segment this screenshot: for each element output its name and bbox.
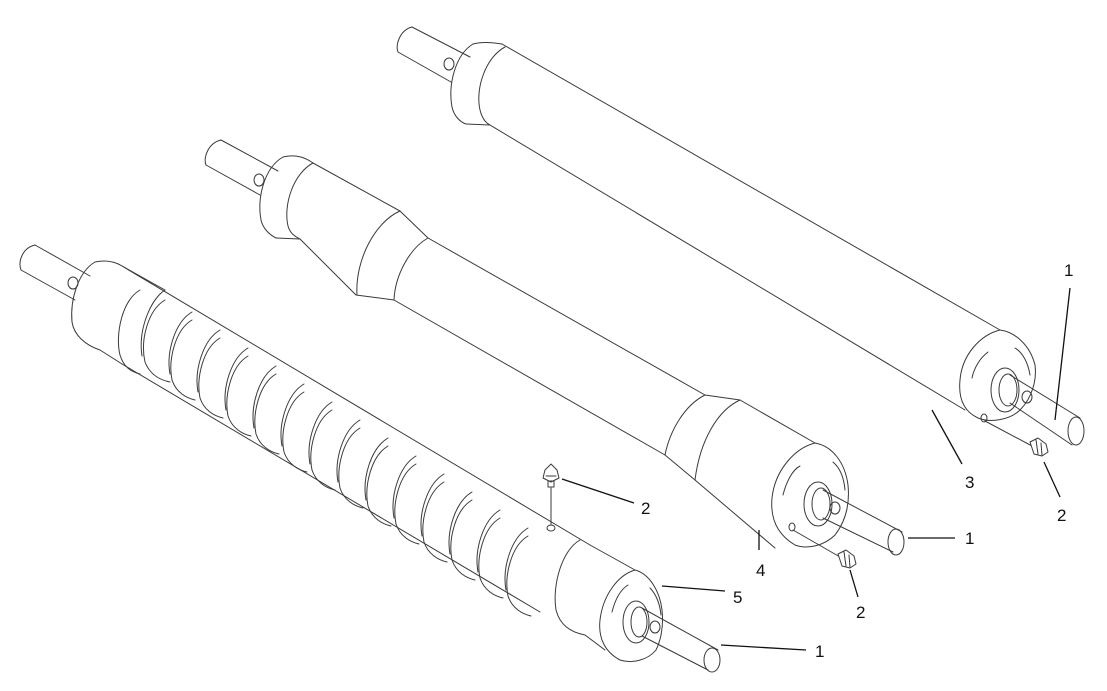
left-shaft [19,244,91,301]
grease-fitting-icon [837,549,857,569]
callout-4-stepped-roller: 4 [756,561,766,580]
roller-grooved [19,244,721,673]
grease-fitting-icon [542,463,560,488]
left-shaft [204,139,279,196]
callout-1-stepped-shaft: 1 [965,529,975,548]
callout-1-smooth-shaft: 1 [1064,261,1074,280]
callout-2-stepped-fitting: 2 [856,603,866,622]
roller-smooth [396,26,1085,457]
grease-fitting-icon [1029,437,1049,457]
callout-2-smooth-fitting: 2 [1057,506,1067,525]
callout-1-grooved-shaft: 1 [815,642,825,661]
leader-lines [561,287,1071,651]
callout-2-grooved-fitting: 2 [641,499,651,518]
left-shaft [396,26,471,83]
callout-3-smooth-roller: 3 [965,473,975,492]
callout-5-grooved-roller: 5 [733,588,743,607]
rib-series [117,289,532,617]
roller-stepped [204,139,905,569]
